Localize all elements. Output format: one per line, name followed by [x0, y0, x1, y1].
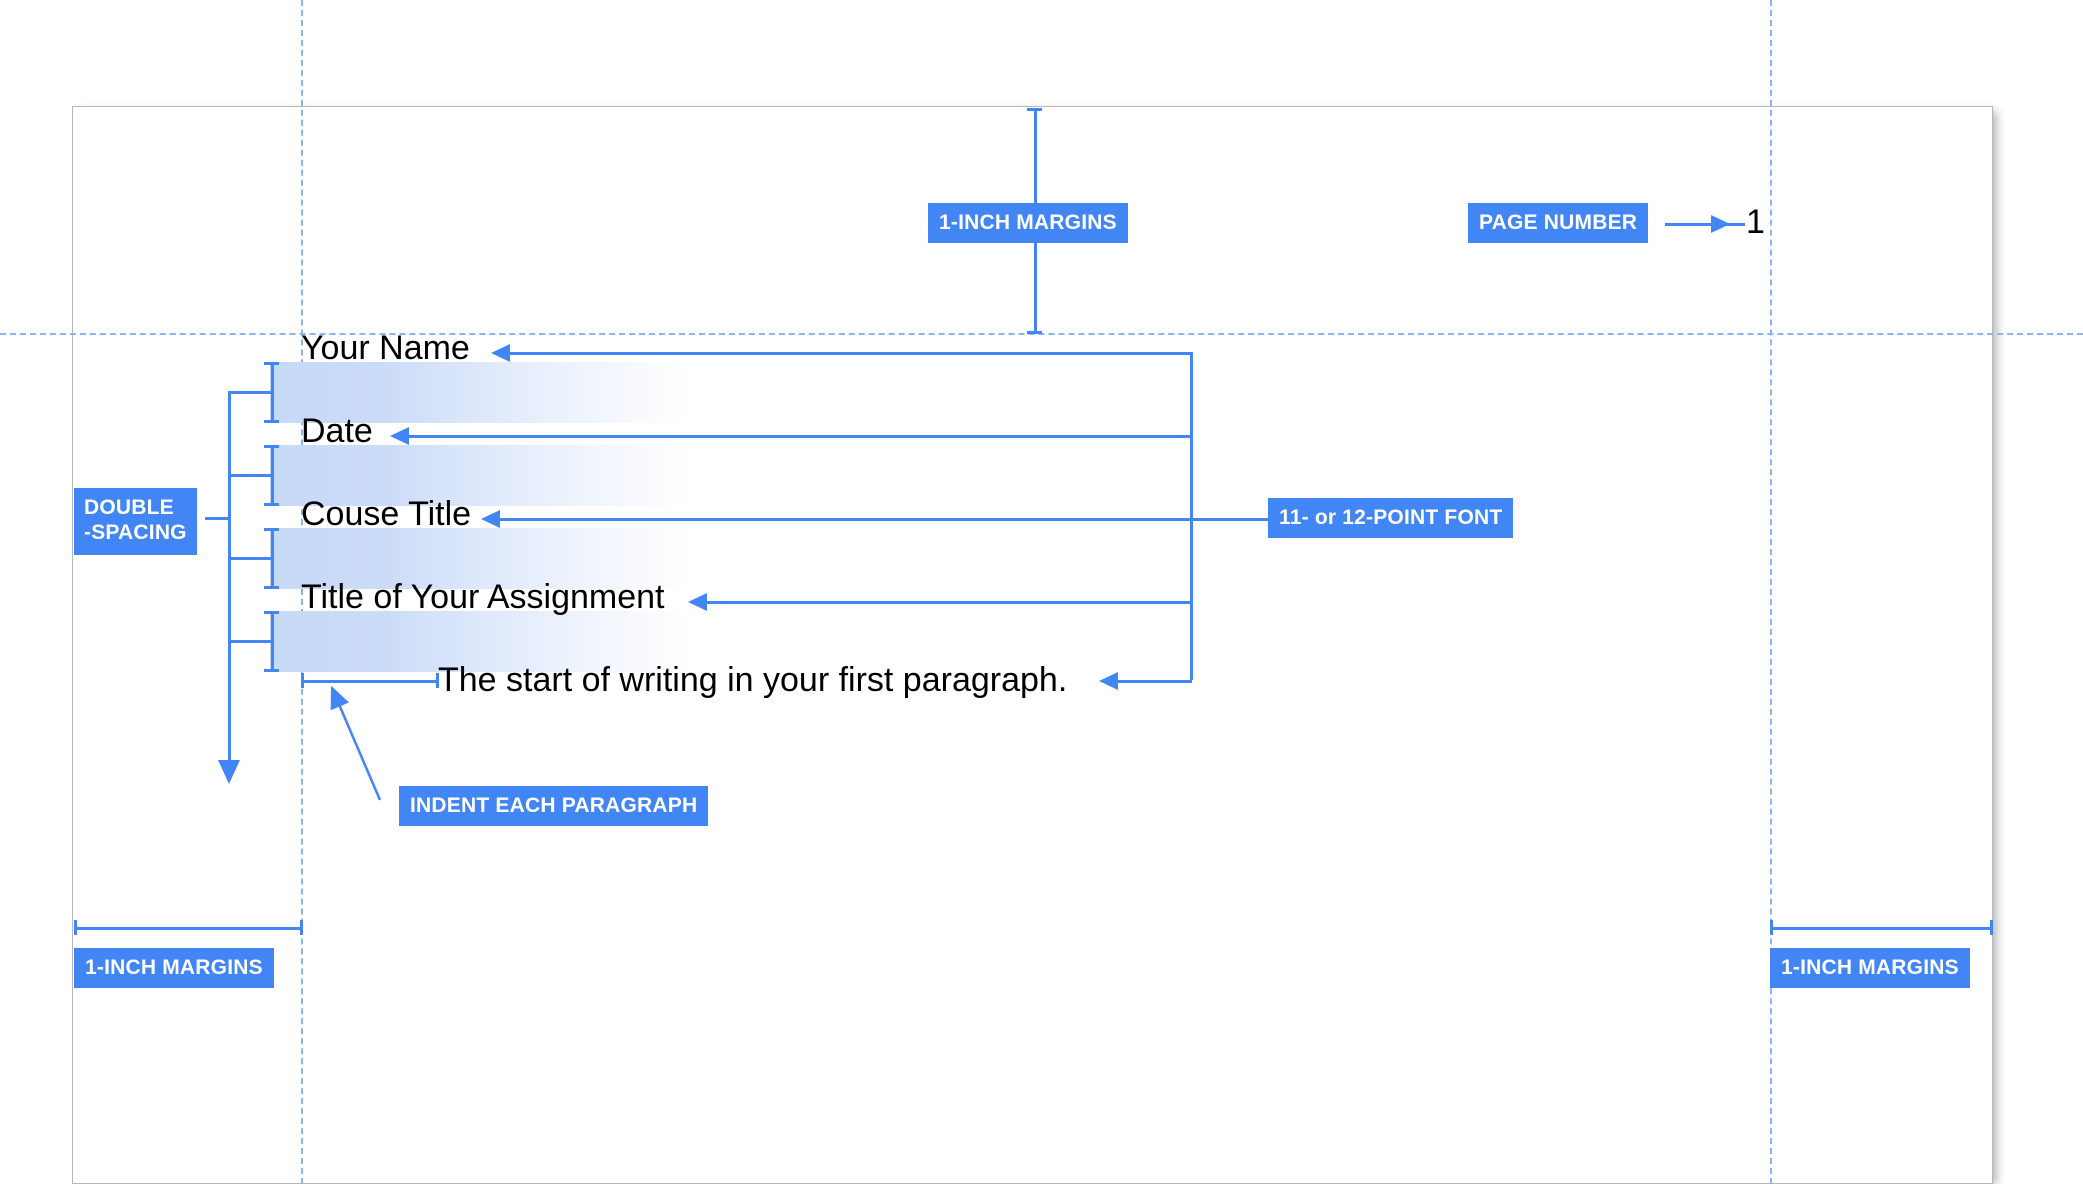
font-size-leader-spine — [1190, 352, 1193, 680]
callout-double-spacing[interactable]: DOUBLE -SPACING — [74, 488, 197, 555]
font-size-arrowhead-title — [688, 593, 707, 611]
guide-line-vertical-left-margin — [301, 0, 303, 1184]
font-size-arrowhead-course — [481, 510, 500, 528]
font-size-leader-to-title — [707, 601, 1192, 604]
font-size-leader-to-paragraph — [1118, 680, 1192, 683]
gap-bracket-3-cap-top — [264, 528, 279, 531]
font-size-leader-to-name — [510, 352, 1192, 355]
font-size-arrowhead-date — [390, 427, 409, 445]
font-size-arrowhead-paragraph — [1099, 672, 1118, 690]
top-margin-measure-cap-bottom — [1027, 331, 1042, 334]
page-number-arrowhead — [1711, 215, 1730, 233]
gap-bracket-4-cap-bottom — [264, 669, 279, 672]
double-spacing-branch-2 — [228, 474, 273, 477]
font-size-leader-to-course — [500, 518, 1192, 521]
double-spacing-down-arrowhead — [218, 760, 240, 784]
doc-line-your-name: Your Name — [301, 329, 470, 367]
gap-bracket-2 — [271, 445, 274, 506]
callout-indent[interactable]: INDENT EACH PARAGRAPH — [399, 786, 709, 826]
callout-font-size[interactable]: 11- or 12-POINT FONT — [1268, 498, 1514, 538]
right-margin-measure-cap-left — [1770, 920, 1773, 935]
doc-line-course-title: Couse Title — [301, 495, 472, 533]
gap-bracket-4-cap-top — [264, 611, 279, 614]
indent-callout-arrow — [330, 685, 382, 801]
callout-double-spacing-line2: -SPACING — [84, 520, 187, 544]
callout-left-margin[interactable]: 1-INCH MARGINS — [74, 948, 274, 988]
indent-measure-cap-right — [436, 673, 439, 688]
left-margin-measure-cap-right — [300, 920, 303, 935]
gap-bracket-1-cap-bottom — [264, 420, 279, 423]
doc-line-assignment-title: Title of Your Assignment — [301, 578, 665, 616]
gap-bracket-4 — [271, 611, 274, 672]
top-margin-measure-cap-top — [1027, 108, 1042, 111]
font-size-chip-connector — [1190, 518, 1272, 521]
indent-measure-cap-left — [301, 673, 304, 688]
callout-page-number[interactable]: PAGE NUMBER — [1468, 203, 1649, 243]
double-spacing-chip-connector — [205, 517, 230, 520]
callout-right-margin[interactable]: 1-INCH MARGINS — [1770, 948, 1970, 988]
right-margin-measure-cap-right — [1990, 920, 1993, 935]
left-margin-measure-line — [74, 927, 302, 930]
gap-bracket-1-cap-top — [264, 362, 279, 365]
line-spacing-band — [270, 611, 690, 672]
double-spacing-branch-3 — [228, 557, 273, 560]
doc-line-first-paragraph: The start of writing in your first parag… — [438, 661, 1068, 699]
line-spacing-band — [270, 445, 690, 506]
double-spacing-branch-4 — [228, 640, 273, 643]
font-size-arrowhead-name — [491, 344, 510, 362]
left-margin-measure-cap-left — [74, 920, 77, 935]
line-spacing-band — [270, 362, 690, 423]
gap-bracket-2-cap-bottom — [264, 503, 279, 506]
guide-line-horizontal-top-margin — [0, 333, 2083, 335]
guide-line-vertical-right-margin — [1770, 0, 1772, 1184]
right-margin-measure-line — [1770, 927, 1992, 930]
page-number-leader-line — [1665, 223, 1745, 226]
doc-line-date: Date — [301, 412, 373, 450]
font-size-leader-to-date — [409, 435, 1192, 438]
indent-measure-line — [301, 680, 438, 683]
gap-bracket-3 — [271, 528, 274, 589]
double-spacing-spine — [228, 391, 231, 763]
doc-page-number: 1 — [1746, 203, 1765, 241]
gap-bracket-1 — [271, 362, 274, 423]
callout-double-spacing-line1: DOUBLE — [84, 496, 174, 519]
line-spacing-band — [270, 528, 690, 589]
double-spacing-branch-1 — [228, 391, 273, 394]
gap-bracket-3-cap-bottom — [264, 586, 279, 589]
callout-top-margin[interactable]: 1-INCH MARGINS — [928, 203, 1128, 243]
gap-bracket-2-cap-top — [264, 445, 279, 448]
